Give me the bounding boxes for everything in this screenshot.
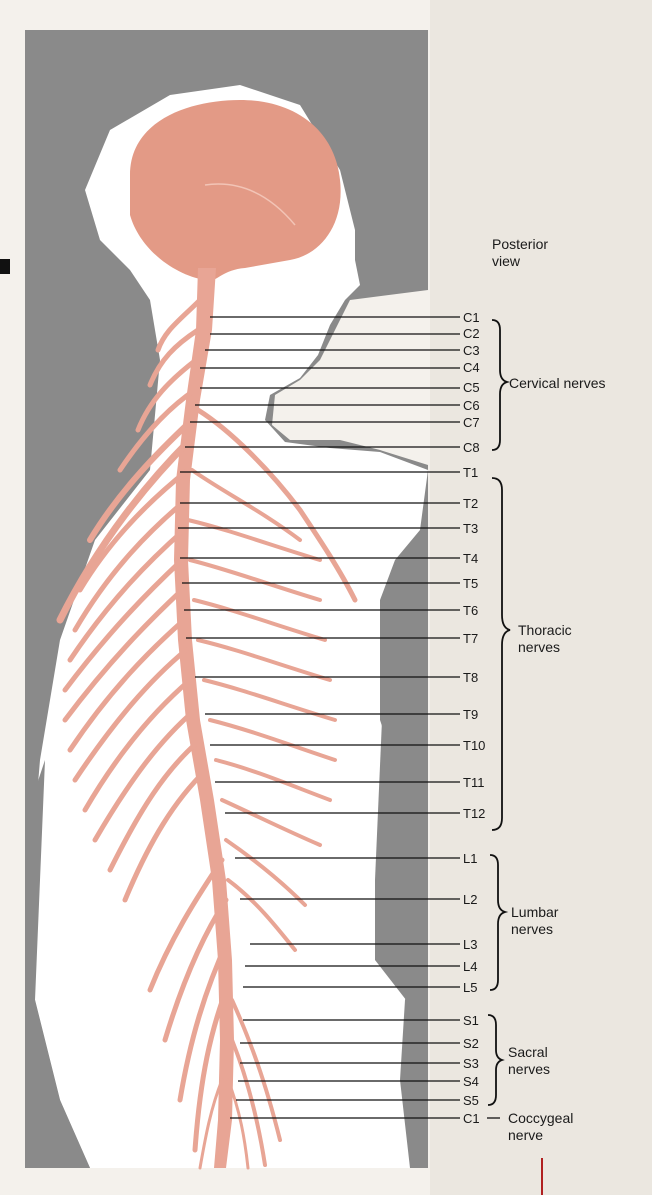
nerve-label-t4: T4: [463, 552, 478, 566]
nerve-label-c4: C4: [463, 361, 480, 375]
page-mark: [0, 259, 10, 274]
nerve-label-t7: T7: [463, 632, 478, 646]
nerve-label-t9: T9: [463, 708, 478, 722]
nerve-label-s1: S1: [463, 1014, 479, 1028]
nerve-label-t2: T2: [463, 497, 478, 511]
nerve-label-s5: S5: [463, 1094, 479, 1108]
view-label: Posterior view: [492, 236, 548, 270]
nerve-label-l4: L4: [463, 960, 477, 974]
nerve-label-c3: C3: [463, 344, 480, 358]
nerve-label-s2: S2: [463, 1037, 479, 1051]
nerve-label-t1: T1: [463, 466, 478, 480]
nerve-label-l2: L2: [463, 893, 477, 907]
group-label-lumbar: Lumbar nerves: [511, 904, 558, 938]
nerve-label-l1: L1: [463, 852, 477, 866]
nerve-label-c7: C7: [463, 416, 480, 430]
nerve-label-c1: C1: [463, 311, 480, 325]
nerve-label-l5: L5: [463, 981, 477, 995]
group-label-coccygeal: Coccygeal nerve: [508, 1110, 573, 1144]
nerve-label-c2: C2: [463, 327, 480, 341]
nerve-label-c8: C8: [463, 441, 480, 455]
group-label-thoracic: Thoracic nerves: [518, 622, 572, 656]
nerve-label-t12: T12: [463, 807, 485, 821]
group-label-sacral: Sacral nerves: [508, 1044, 550, 1078]
nerve-label-coccygeal-c1: C1: [463, 1112, 480, 1126]
nerve-label-s3: S3: [463, 1057, 479, 1071]
nerve-label-l3: L3: [463, 938, 477, 952]
nerve-label-t5: T5: [463, 577, 478, 591]
nerve-label-c6: C6: [463, 399, 480, 413]
nerve-label-t10: T10: [463, 739, 485, 753]
nerve-label-t11: T11: [463, 776, 484, 790]
nerve-label-t8: T8: [463, 671, 478, 685]
nerve-label-s4: S4: [463, 1075, 479, 1089]
group-label-cervical: Cervical nerves: [509, 375, 605, 392]
nerve-label-t3: T3: [463, 522, 478, 536]
nerve-label-c5: C5: [463, 381, 480, 395]
nerve-label-t6: T6: [463, 604, 478, 618]
